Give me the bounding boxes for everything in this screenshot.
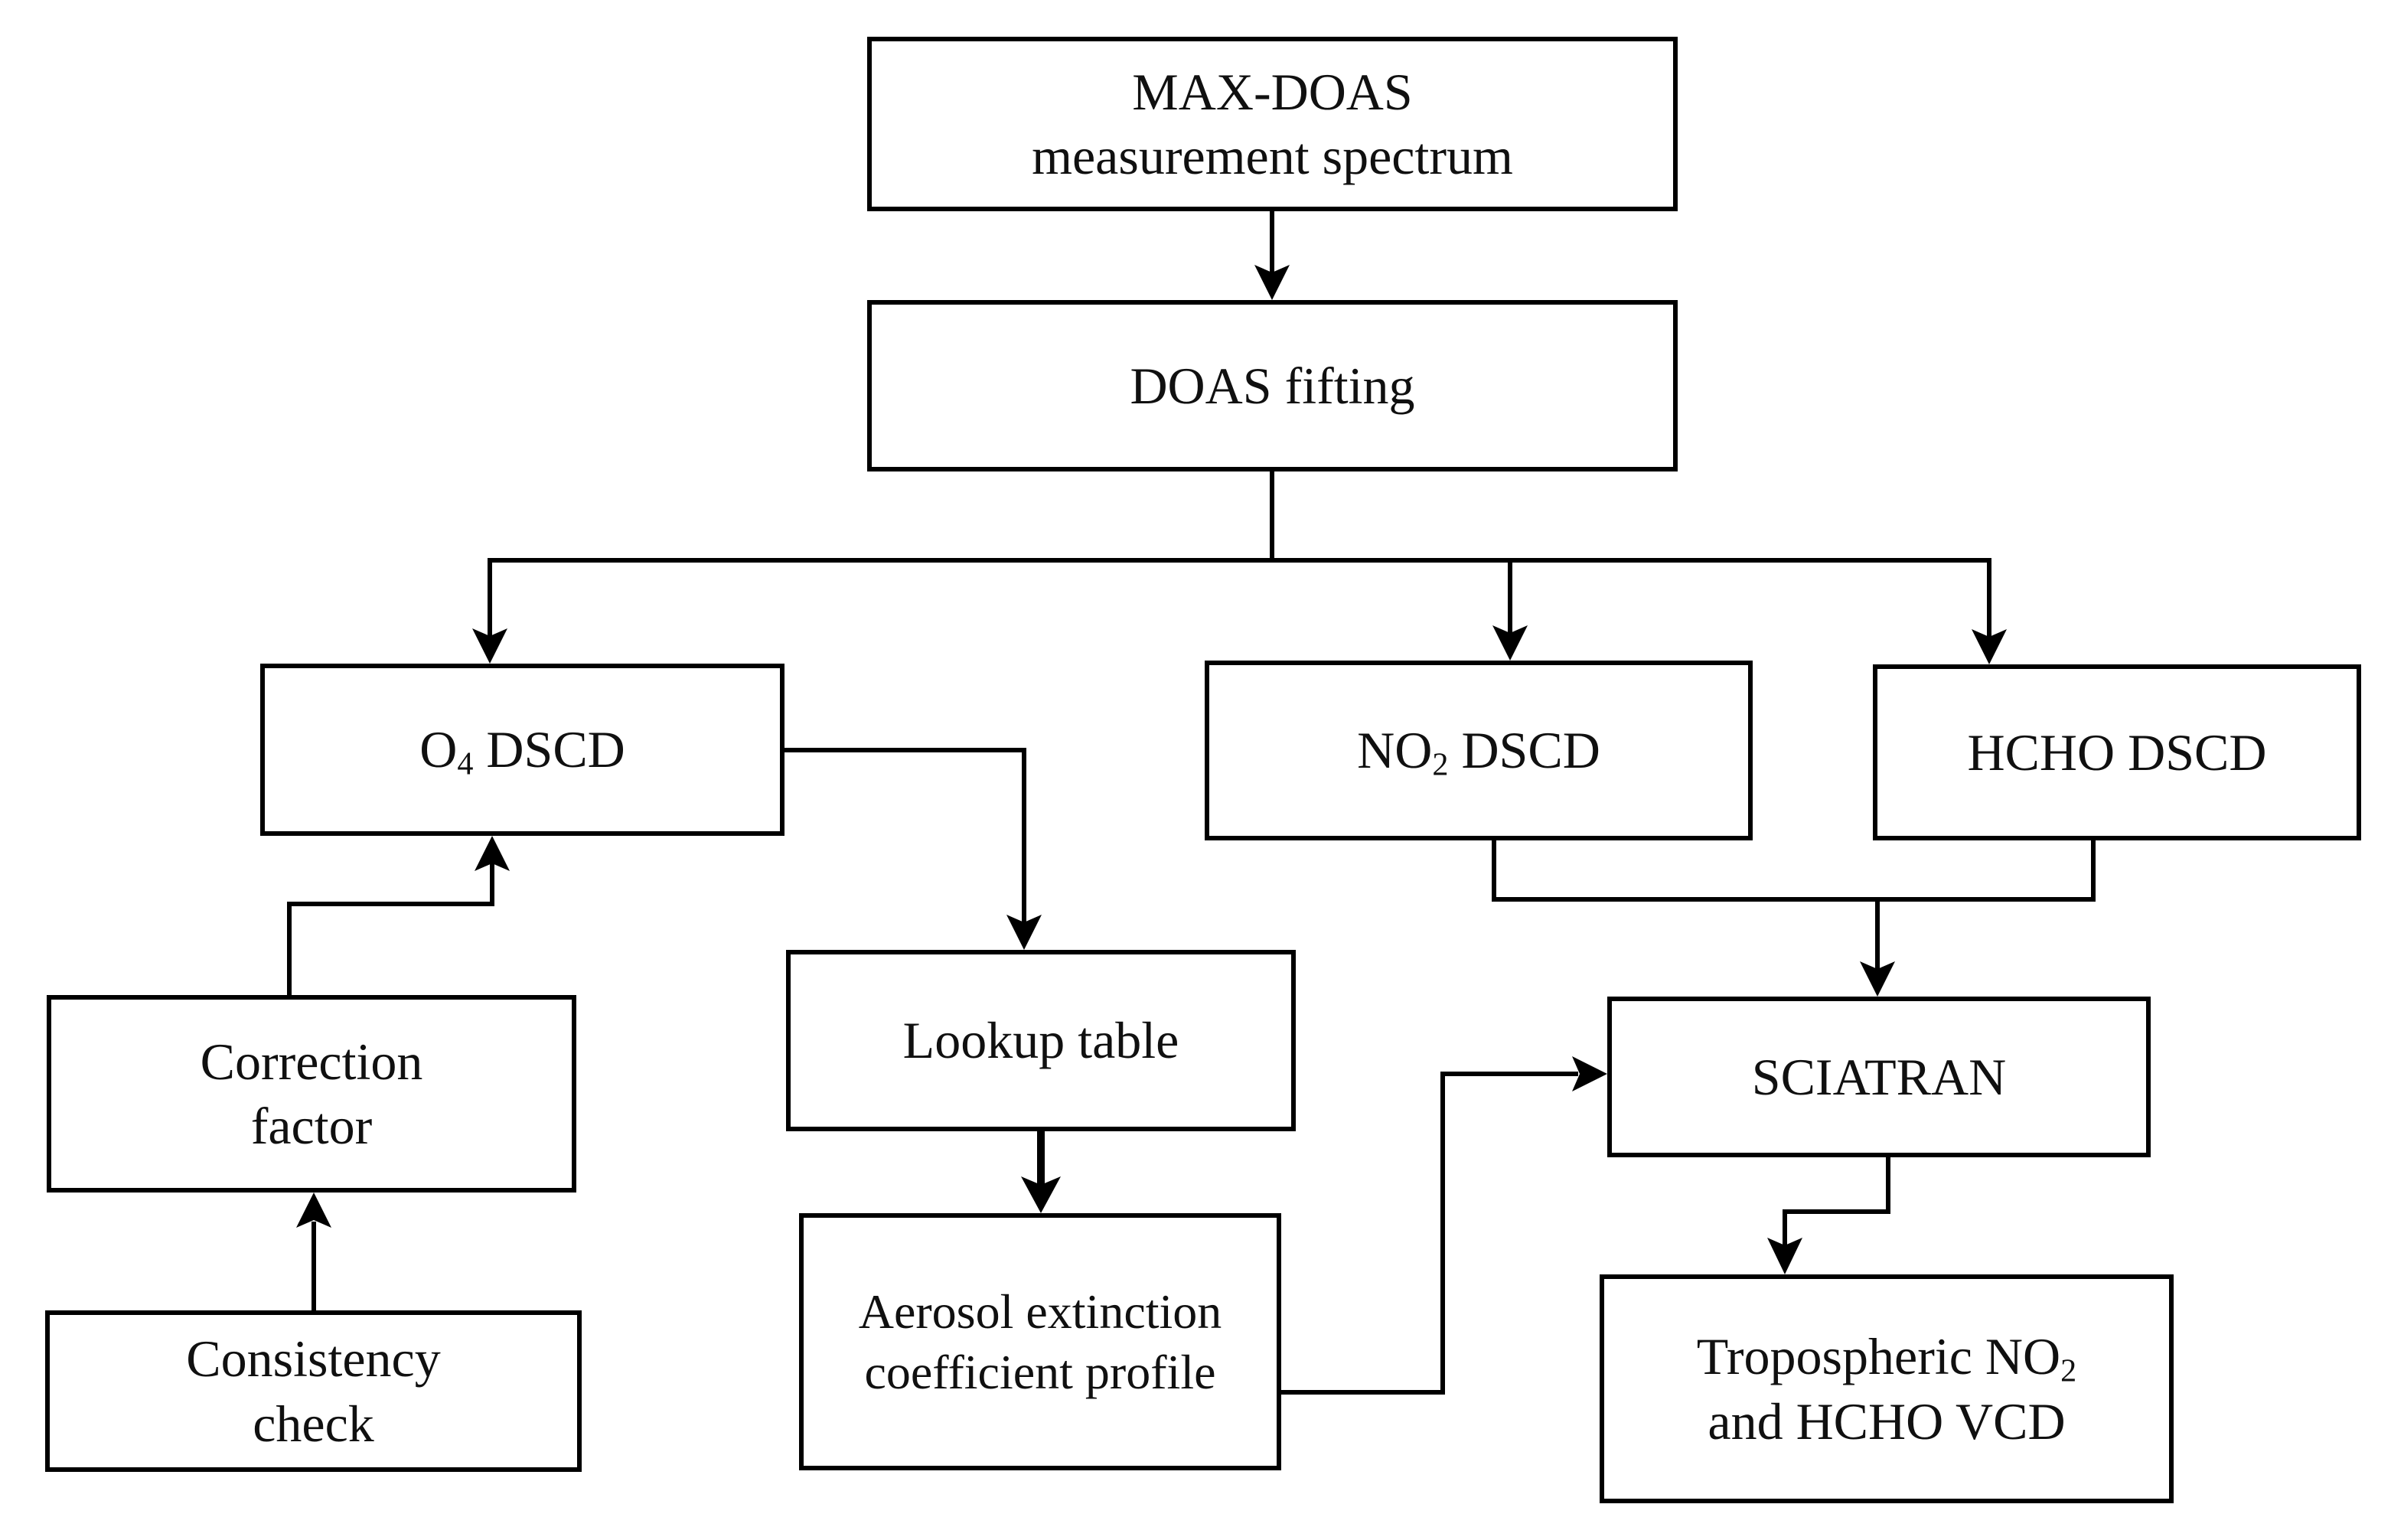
arrowhead-down-icon [1492,625,1528,661]
arrowhead-down-icon [1006,915,1042,950]
connector-o4-to-lookup [784,748,1042,950]
node-label: HCHO DSCD [1967,723,2267,781]
arrowhead-right-icon [1572,1056,1607,1091]
connector-consistency-to-correction [296,1193,331,1310]
node-label-line: coefficient profile [864,1345,1216,1399]
connector-lookup-to-aerosol [1021,1131,1061,1213]
node-label-line: Aerosol extinction [858,1284,1222,1339]
node-label: SCIATRAN [1751,1047,2007,1106]
node-aerosol-extinction-profile: Aerosol extinction coefficient profile [799,1213,1281,1470]
node-no2-dscd: NO2 DSCD [1205,661,1753,840]
arrowhead-down-icon [472,628,507,664]
node-label-line: measurement spectrum [1032,127,1513,185]
subscript: 4 [457,746,474,782]
node-max-doas-measurement-spectrum: MAX-DOAS measurement spectrum [867,37,1678,211]
node-lookup-table: Lookup table [786,950,1296,1131]
node-correction-factor: Correction factor [47,995,576,1193]
arrowhead-down-icon [1972,629,2007,664]
node-sciatran: SCIATRAN [1607,997,2151,1157]
arrowhead-down-icon [1767,1238,1802,1274]
node-label: NO2 DSCD [1357,721,1600,783]
connector-aerosol-to-sciatran [1281,1056,1607,1395]
node-label-line: and HCHO VCD [1708,1392,2066,1450]
arrowhead-down-icon [1254,265,1290,300]
subscript: 2 [1432,746,1449,783]
node-consistency-check: Consistency check [45,1310,582,1472]
node-tropospheric-vcd: Tropospheric NO2 and HCHO VCD [1600,1274,2174,1503]
arrowhead-down-icon [1021,1176,1061,1213]
connector-branch-to-o4 [472,558,507,664]
node-doas-fitting: DOAS fifting [867,300,1678,471]
node-label-line: MAX-DOAS [1132,62,1413,121]
subscript: 2 [2060,1352,2077,1389]
connector-no2-hcho-merge-to-sciatran [1492,840,2096,997]
node-label-line: check [253,1394,374,1453]
connector-branch-to-hcho [1972,558,2007,664]
connector-branch-to-no2 [1492,558,1528,661]
node-label: Lookup table [902,1011,1179,1070]
node-label-line: Tropospheric NO2 [1696,1327,2077,1389]
arrowhead-up-icon [296,1193,331,1228]
node-label-line: factor [250,1097,373,1155]
node-label-line: Consistency [186,1330,441,1388]
arrowhead-up-icon [475,836,510,871]
connector-correction-to-o4 [287,836,510,995]
connector-sciatran-to-tropo [1767,1157,1890,1274]
arrowhead-down-icon [1860,961,1895,997]
node-label: O4 DSCD [419,720,625,782]
node-label: DOAS fifting [1130,356,1415,415]
connector-maxdoas-to-doasfitting [1254,211,1290,300]
node-o4-dscd: O4 DSCD [260,664,784,836]
node-label-line: Correction [200,1032,423,1091]
node-hcho-dscd: HCHO DSCD [1873,664,2361,840]
